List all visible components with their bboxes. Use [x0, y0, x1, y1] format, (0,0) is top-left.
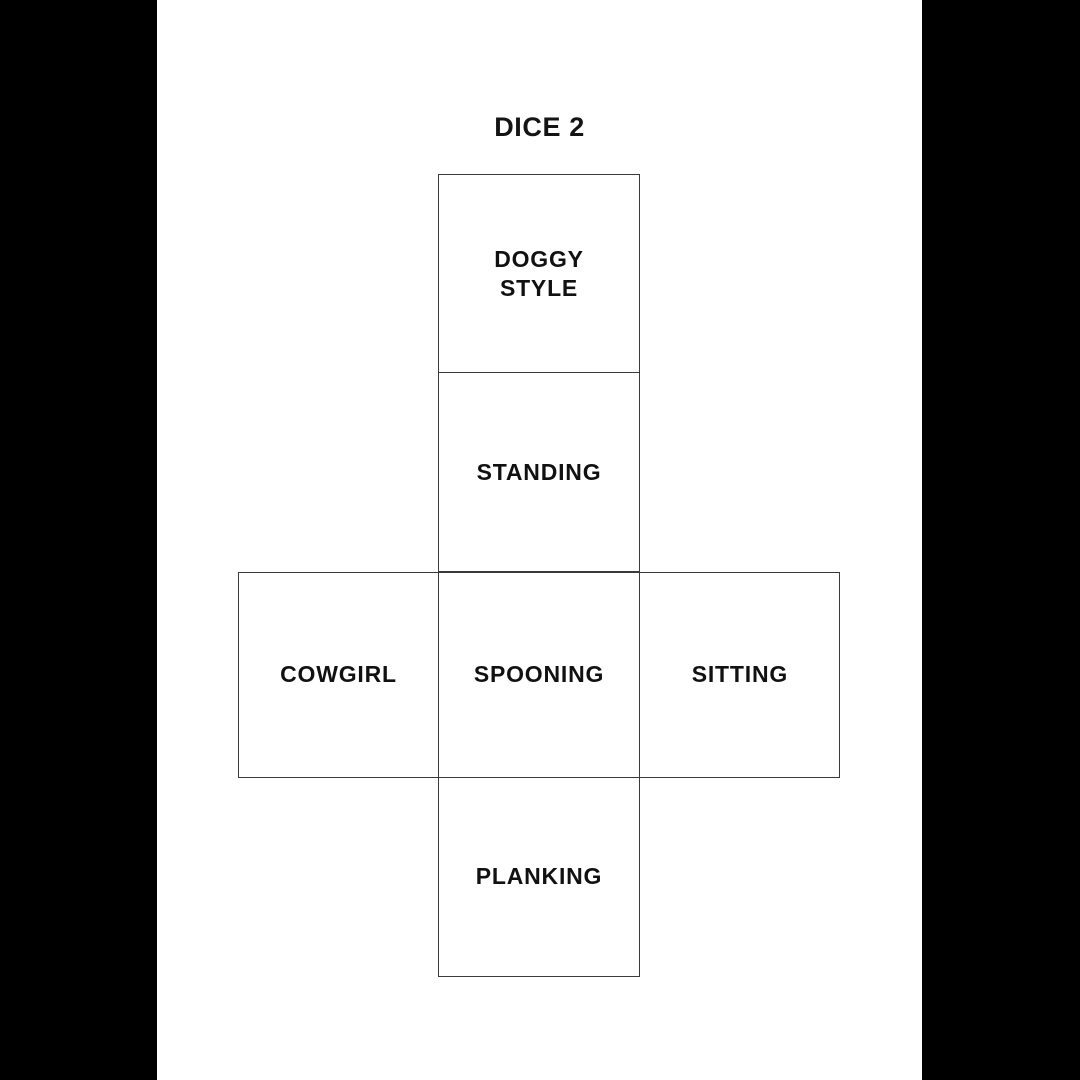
dice-face-top[interactable]: DOGGY STYLE: [438, 174, 640, 373]
dice-face-upper-middle-label: STANDING: [476, 458, 602, 485]
letterbox-bar-right: [922, 0, 1080, 1080]
letterbox-bar-left: [0, 0, 157, 1080]
dice-face-bottom-label: PLANKING: [475, 863, 603, 890]
dice-net-diagram: DOGGY STYLE STANDING COWGIRL SPOONING SI…: [157, 0, 922, 1080]
dice-face-bottom[interactable]: PLANKING: [438, 776, 640, 977]
dice-face-middle-right[interactable]: SITTING: [639, 571, 841, 778]
page-title: DICE 2: [494, 112, 585, 142]
dice-face-middle-right-label: SITTING: [691, 661, 789, 688]
dice-face-top-label: DOGGY STYLE: [494, 245, 584, 301]
dice-face-middle-center[interactable]: SPOONING: [438, 571, 640, 778]
dice-face-middle-center-label: SPOONING: [473, 661, 605, 688]
dice-face-middle-left-label: COWGIRL: [280, 661, 397, 688]
paper-canvas: DICE 2 DOGGY STYLE STANDING COWGIRL SPOO…: [157, 0, 922, 1080]
dice-face-middle-left[interactable]: COWGIRL: [238, 571, 439, 778]
dice-face-upper-middle[interactable]: STANDING: [438, 372, 640, 573]
